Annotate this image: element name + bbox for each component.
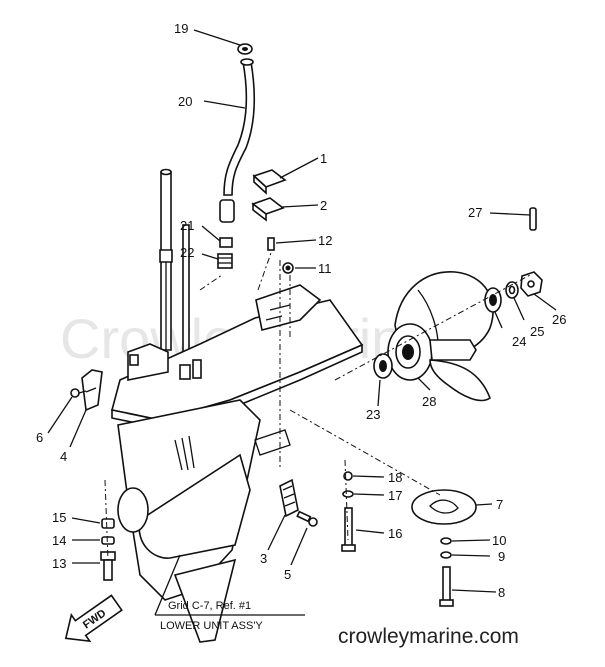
callout-6: 6 — [36, 430, 43, 445]
screw-parts-16-18 — [341, 471, 356, 552]
callout-20: 20 — [178, 94, 192, 109]
caption-line-1: Grid C-7, Ref. #1 — [168, 600, 251, 612]
callout-13: 13 — [52, 556, 66, 571]
callout-11: 11 — [318, 261, 332, 276]
callout-23: 23 — [366, 407, 380, 422]
leader-lines — [47, 29, 557, 616]
callout-22: 22 — [180, 245, 194, 260]
callout-labels: 1 2 3 4 5 6 7 8 9 10 11 12 13 14 15 16 1… — [36, 21, 566, 600]
pin-12 — [267, 237, 275, 251]
water-tube-20 — [223, 61, 256, 196]
trim-tab-4 — [81, 369, 103, 412]
callout-14: 14 — [52, 533, 66, 548]
callout-21: 21 — [180, 218, 194, 233]
cover-plate-7 — [411, 489, 477, 525]
callout-10: 10 — [492, 533, 506, 548]
anode-1 — [252, 169, 287, 195]
callout-4: 4 — [60, 449, 67, 464]
callout-5: 5 — [284, 567, 291, 582]
callout-19: 19 — [174, 21, 188, 36]
thrust-washer-23 — [373, 353, 393, 379]
callout-8: 8 — [498, 585, 505, 600]
caption-line-2: LOWER UNIT ASS'Y — [160, 620, 263, 632]
callout-17: 17 — [388, 488, 402, 503]
callout-9: 9 — [498, 549, 505, 564]
callout-7: 7 — [496, 497, 503, 512]
anode-2 — [251, 197, 285, 222]
callout-12: 12 — [318, 233, 332, 248]
callout-16: 16 — [388, 526, 402, 541]
fwd-arrow: FWD — [64, 594, 123, 643]
drain-parts — [100, 518, 116, 581]
cotter-pin-27 — [529, 207, 537, 231]
callout-25: 25 — [530, 324, 544, 339]
callout-28: 28 — [422, 394, 436, 409]
nut-21 — [219, 237, 233, 248]
callout-15: 15 — [52, 510, 66, 525]
callout-26: 26 — [552, 312, 566, 327]
bolt-parts-8-10 — [439, 537, 454, 607]
plug-11 — [282, 262, 294, 274]
gear-case — [111, 284, 364, 643]
prop-nut-26 — [520, 271, 543, 297]
callout-1: 1 — [320, 151, 327, 166]
nut-22 — [217, 253, 233, 269]
grommet-19 — [237, 43, 253, 55]
spacer-24 — [484, 287, 502, 313]
callout-18: 18 — [388, 470, 402, 485]
propeller-28 — [387, 271, 494, 402]
callout-2: 2 — [320, 198, 327, 213]
anode-3 — [279, 478, 299, 518]
site-footer: crowleymarine.com — [338, 625, 519, 648]
caption-box: Grid C-7, Ref. #1 LOWER UNIT ASS'Y — [155, 600, 305, 632]
callout-27: 27 — [468, 205, 482, 220]
bolt-6 — [70, 388, 87, 398]
callout-24: 24 — [512, 334, 526, 349]
callout-3: 3 — [260, 551, 267, 566]
centerlines — [104, 249, 531, 561]
bolt-5 — [296, 510, 318, 527]
tube-seal-21a — [219, 199, 235, 223]
